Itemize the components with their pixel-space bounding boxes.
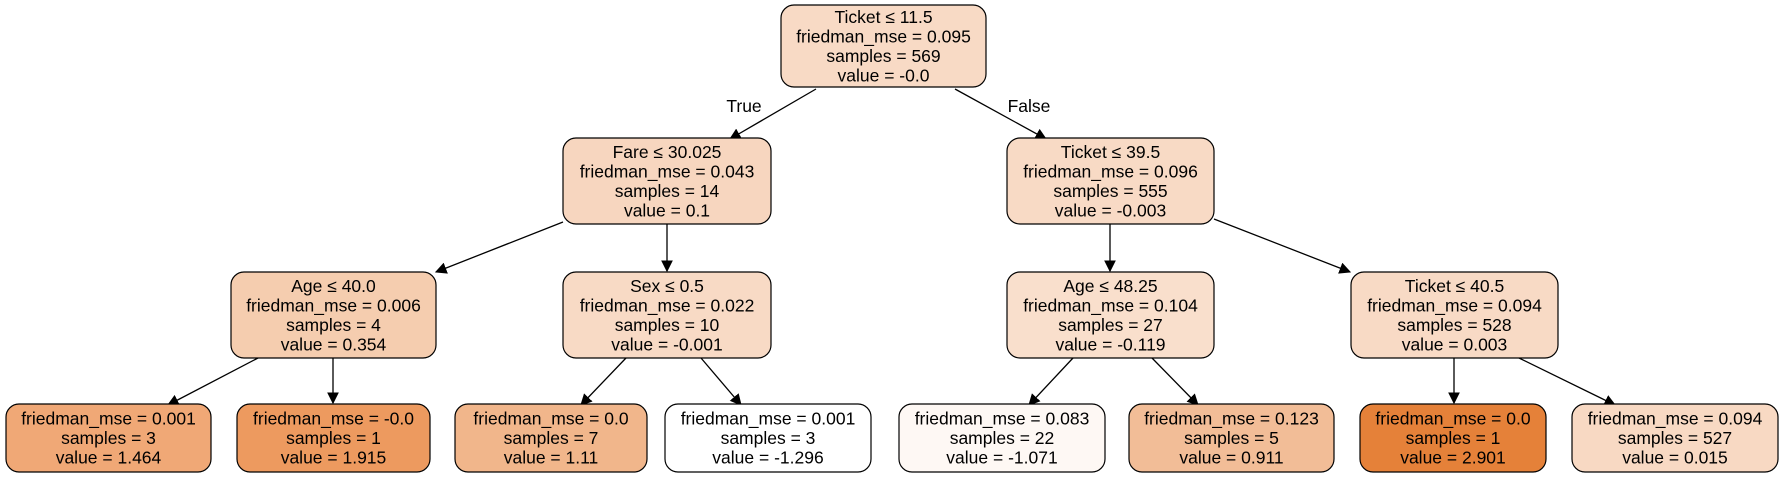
edge-n2-n6	[1213, 218, 1352, 274]
node-line: friedman_mse = 0.095	[796, 26, 971, 47]
node-line: value = -0.001	[611, 334, 722, 354]
node-line: value = 1.915	[281, 448, 387, 468]
node-line: value = 0.354	[281, 334, 387, 354]
node-line: friedman_mse = 0.0	[473, 409, 628, 430]
node-box	[1006, 137, 1215, 225]
node-line: Ticket ≤ 11.5	[834, 7, 932, 27]
node-line: value = -0.0	[838, 65, 930, 85]
node-line: friedman_mse = 0.022	[580, 295, 755, 316]
node-line: Sex ≤ 0.5	[630, 276, 704, 296]
node-line: value = 1.11	[504, 448, 599, 468]
node-box	[1128, 403, 1335, 473]
node-line: friedman_mse = 0.083	[915, 409, 1090, 430]
edge-n5-n12	[1151, 357, 1199, 406]
edge-label-true: True	[726, 96, 761, 116]
node-line: friedman_mse = -0.0	[253, 409, 414, 430]
node-line: value = -1.071	[946, 448, 1057, 468]
node-line: samples = 569	[826, 46, 940, 66]
node-line: friedman_mse = 0.096	[1023, 161, 1198, 182]
edge-n4-n10	[700, 357, 742, 406]
node-line: friedman_mse = 0.001	[21, 409, 196, 430]
tree-edge-labels: True False	[726, 96, 1050, 116]
edge-n0-n1	[728, 88, 817, 140]
node-line: Ticket ≤ 40.5	[1405, 276, 1504, 296]
node-box	[454, 403, 648, 473]
node-box	[562, 137, 772, 225]
node-line: Ticket ≤ 39.5	[1061, 142, 1160, 162]
node-line: value = -1.296	[712, 448, 823, 468]
node-line: friedman_mse = 0.094	[1588, 409, 1763, 430]
node-box	[1359, 403, 1547, 473]
node-box	[562, 271, 772, 359]
edge-n4-n9	[580, 357, 627, 406]
node-line: samples = 7	[504, 428, 599, 448]
node-line: friedman_mse = 0.123	[1144, 409, 1319, 430]
node-line: samples = 10	[615, 315, 720, 335]
node-box	[1350, 271, 1559, 359]
node-line: Age ≤ 48.25	[1063, 276, 1157, 296]
node-line: samples = 527	[1618, 428, 1732, 448]
node-line: samples = 555	[1053, 181, 1167, 201]
node-line: samples = 4	[286, 315, 381, 335]
node-box	[898, 403, 1106, 473]
node-line: value = 2.901	[1400, 448, 1506, 468]
node-box	[664, 403, 872, 473]
node-line: value = -0.119	[1055, 334, 1165, 354]
node-line: friedman_mse = 0.001	[681, 409, 856, 430]
node-line: samples = 3	[721, 428, 816, 448]
node-line: samples = 3	[61, 428, 156, 448]
node-box	[1571, 403, 1779, 473]
node-line: Age ≤ 40.0	[291, 276, 376, 296]
node-line: samples = 27	[1058, 315, 1163, 335]
node-line: samples = 1	[286, 428, 381, 448]
node-line: samples = 1	[1406, 428, 1501, 448]
node-line: friedman_mse = 0.104	[1023, 295, 1198, 316]
node-box	[230, 271, 437, 359]
node-line: samples = 5	[1184, 428, 1279, 448]
node-line: friedman_mse = 0.043	[580, 161, 755, 182]
node-box	[780, 4, 987, 88]
node-line: value = 1.464	[56, 448, 162, 468]
edge-n0-n2	[954, 88, 1048, 140]
node-line: value = 0.003	[1402, 334, 1508, 354]
node-line: samples = 14	[615, 181, 720, 201]
edge-n1-n3	[434, 221, 564, 274]
node-line: value = 0.1	[624, 200, 710, 220]
edge-n5-n11	[1028, 357, 1074, 406]
node-box	[236, 403, 431, 473]
node-box	[5, 403, 212, 473]
node-box	[1006, 271, 1215, 359]
node-line: friedman_mse = 0.094	[1367, 295, 1542, 316]
node-line: value = 0.015	[1622, 448, 1728, 468]
node-line: Fare ≤ 30.025	[613, 142, 722, 162]
node-line: samples = 528	[1397, 315, 1511, 335]
edge-n6-n14	[1518, 357, 1617, 406]
node-line: samples = 22	[950, 428, 1055, 448]
node-line: value = 0.911	[1179, 448, 1283, 468]
tree-edges	[166, 88, 1617, 406]
node-line: friedman_mse = 0.006	[246, 295, 421, 316]
edge-label-false: False	[1008, 96, 1051, 116]
node-line: friedman_mse = 0.0	[1375, 409, 1530, 430]
node-line: value = -0.003	[1055, 200, 1166, 220]
edge-n3-n7	[166, 357, 259, 406]
